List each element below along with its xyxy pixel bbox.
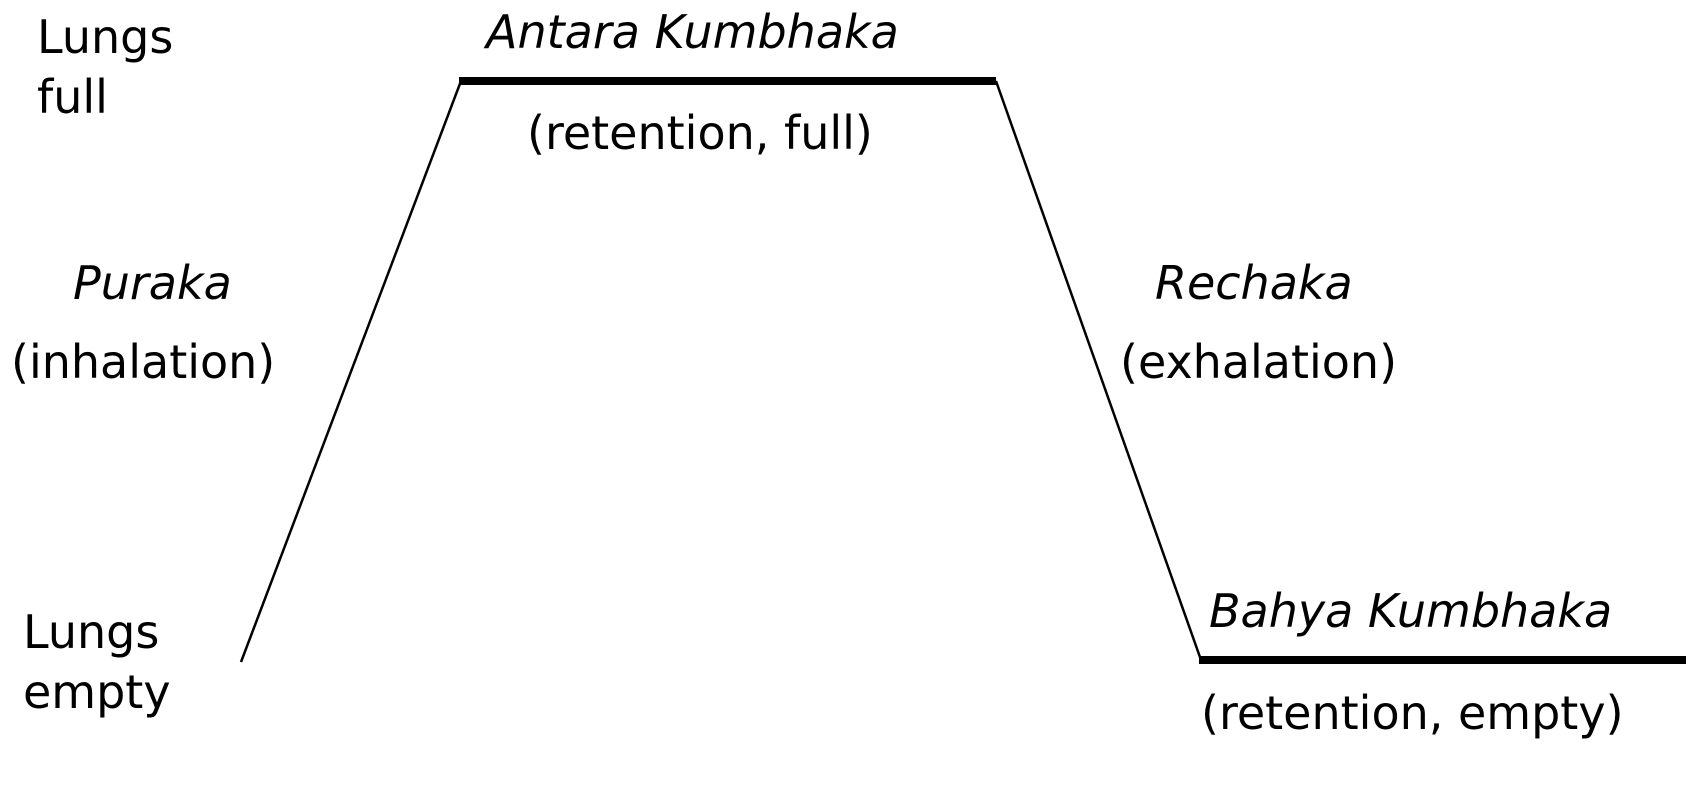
antara-kumbhaka-title: Antara Kumbhaka [486, 5, 899, 59]
bahya-kumbhaka-title: Bahya Kumbhaka [1209, 584, 1613, 638]
inhalation-line [239, 80, 463, 663]
bahya-kumbhaka-desc: (retention, empty) [1201, 686, 1624, 740]
lungs-empty-label: Lungs empty [23, 603, 171, 723]
lungs-empty-line-1: Lungs [23, 605, 160, 659]
lungs-full-line-2: full [37, 69, 108, 124]
rechaka-desc: (exhalation) [1120, 335, 1398, 389]
exhalation-line [994, 80, 1203, 661]
lungs-full-line-1: Lungs [37, 10, 174, 64]
lungs-full-label: Lungs full [37, 8, 173, 128]
lungs-empty-line-2: empty [23, 664, 171, 719]
rechaka-title: Rechaka [1155, 256, 1353, 310]
puraka-title: Puraka [73, 256, 232, 310]
puraka-desc: (inhalation) [11, 335, 276, 389]
antara-kumbhaka-desc: (retention, full) [527, 106, 873, 160]
